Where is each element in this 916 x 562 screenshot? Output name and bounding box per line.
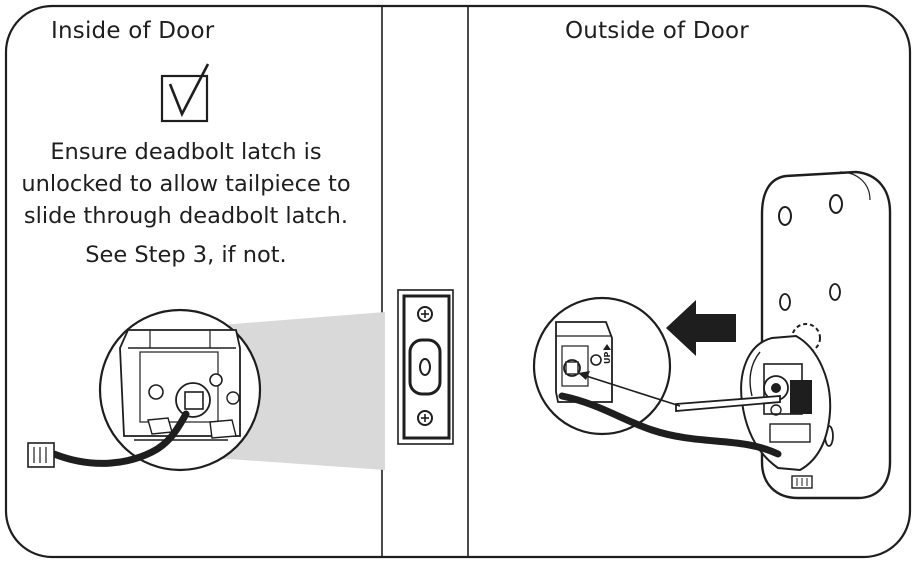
outside-of-door-title: Outside of Door (565, 18, 749, 44)
checkbox-checkmark-icon (160, 63, 210, 123)
cable-inside (50, 410, 190, 467)
svg-text:UP: UP (603, 352, 612, 364)
left-arrow-icon (666, 300, 736, 356)
tailpiece (675, 395, 781, 412)
instruction-note: See Step 3, if not. (85, 242, 287, 268)
cable-outside (558, 392, 782, 458)
cable-connector (27, 442, 55, 468)
instruction-line-1: Ensure deadbolt latch is (50, 139, 322, 165)
smart-lock-body (740, 170, 892, 500)
instruction-line-3: slide through deadbolt latch. (23, 203, 349, 229)
inside-of-door-title: Inside of Door (51, 18, 215, 44)
strike-plate (397, 289, 454, 445)
instruction-line-2: unlocked to allow tailpiece to (21, 171, 351, 197)
outer-frame (4, 4, 912, 559)
magnified-latch-inside (98, 308, 262, 472)
